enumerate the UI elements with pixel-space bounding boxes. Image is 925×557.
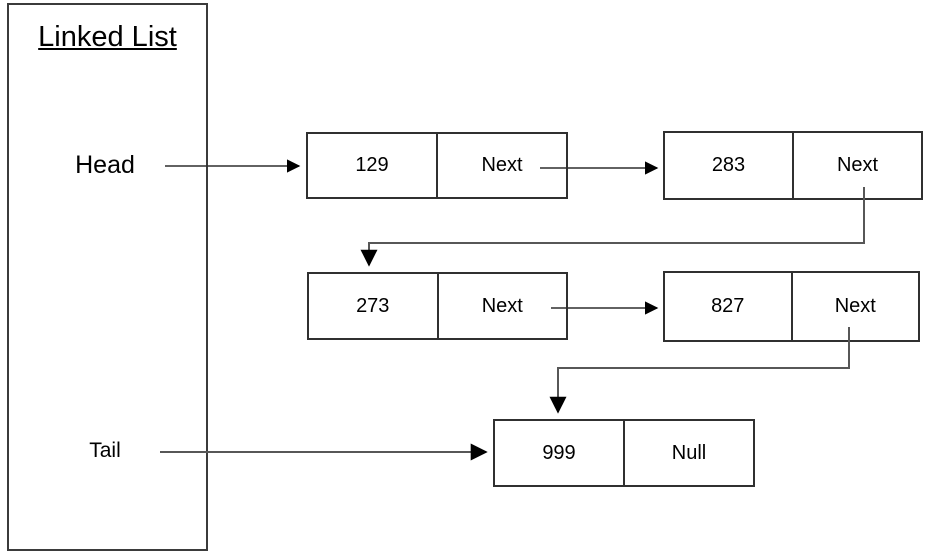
tail-label: Tail [89, 439, 121, 462]
node-pointer: Next [481, 294, 523, 317]
head-label: Head [75, 151, 135, 179]
list-node-273: 273 Next [307, 272, 568, 340]
list-node-827: 827 Next [663, 271, 920, 342]
list-node-283: 283 Next [663, 131, 923, 200]
node-value: 273 [309, 274, 439, 338]
node-pointer: Next [834, 295, 876, 317]
node-pointer: Next [836, 154, 879, 176]
node-value: 283 [665, 133, 794, 198]
list-node-999: 999 Null [493, 419, 755, 487]
node-value: 827 [665, 273, 793, 340]
node-value: 129 [308, 134, 438, 197]
node-pointer: Next [481, 154, 523, 176]
list-node-129: 129 Next [306, 132, 568, 199]
node-pointer: Null [671, 441, 707, 464]
diagram-title: Linked List [38, 21, 177, 53]
node-value: 999 [495, 421, 625, 485]
linked-list-panel: Linked List [7, 3, 208, 551]
